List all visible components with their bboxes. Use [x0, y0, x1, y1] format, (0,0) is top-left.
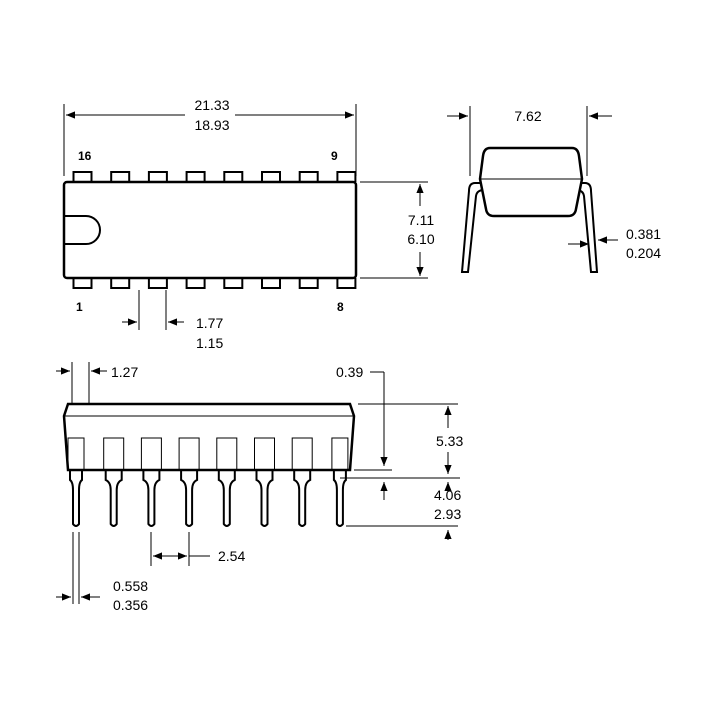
lead-shoulder: [103, 437, 125, 470]
width-max-label: 7.11: [408, 212, 434, 228]
side-lead: [104, 470, 123, 527]
lead-shoulder: [331, 437, 349, 470]
top-pin-lower: [185, 278, 206, 289]
top-pin-lower: [261, 278, 281, 289]
side-view: 1.27 0.39 5.33 4.06 2.93 2.54: [56, 362, 463, 613]
length-max-label: 21.33: [194, 97, 229, 113]
top-pin-upper: [110, 171, 131, 182]
top-pin-upper: [72, 171, 93, 182]
length-min-label: 18.93: [194, 117, 229, 133]
top-pin-upper: [223, 171, 244, 182]
pin-16-label: 16: [78, 149, 92, 163]
lead-shoulder: [67, 437, 85, 470]
lead-shoulder: [178, 437, 200, 470]
lead-length-min-label: 2.93: [434, 506, 461, 522]
lead-thickness-min-label: 0.204: [626, 245, 661, 261]
top-view: 21.33 18.93 16 9 1 8 7.11 6.10 1.77 1.15: [62, 97, 435, 351]
body-height-label: 5.33: [436, 433, 463, 449]
standoff-label: 0.39: [336, 364, 363, 380]
side-lead: [180, 470, 199, 527]
top-pin-lower: [72, 278, 93, 289]
top-pin-upper: [147, 171, 168, 182]
lead-shoulder: [291, 437, 313, 470]
top-pin-upper: [185, 171, 206, 182]
width-min-label: 6.10: [407, 231, 434, 247]
top-view-pins: [72, 171, 357, 289]
top-pin-lower: [298, 278, 319, 289]
top-pin-upper: [336, 171, 357, 182]
side-lead: [255, 470, 274, 527]
side-lead: [69, 470, 83, 527]
row-spacing-label: 7.62: [514, 108, 541, 124]
pitch-label: 2.54: [218, 548, 245, 564]
top-pin-upper: [298, 171, 319, 182]
end-view-body: [478, 146, 584, 218]
pin-width-min-label: 1.15: [196, 335, 223, 351]
side-view-leads: [67, 437, 349, 527]
lead-shoulder: [254, 437, 275, 470]
lead-width-min-label: 0.356: [113, 597, 148, 613]
top-pin-upper: [261, 171, 281, 182]
top-pin-lower: [336, 278, 357, 289]
lead-width-max-label: 0.558: [113, 578, 148, 594]
pin1-notch: [64, 215, 101, 245]
side-lead: [293, 470, 312, 527]
top-view-body: [62, 180, 358, 280]
end-view: 7.62 0.381 0.204: [447, 106, 661, 273]
side-view-body: [62, 402, 356, 472]
lead-length-max-label: 4.06: [434, 487, 461, 503]
lead-thickness-max-label: 0.381: [626, 226, 661, 242]
side-lead: [217, 470, 236, 527]
pin-1-label: 1: [76, 300, 83, 314]
top-pin-lower: [223, 278, 244, 289]
top-pin-lower: [147, 278, 168, 289]
end-lead-label: 1.27: [111, 364, 138, 380]
pin-9-label: 9: [331, 149, 338, 163]
pin-width-max-label: 1.77: [196, 315, 223, 331]
side-lead: [142, 470, 161, 527]
pin-8-label: 8: [337, 300, 344, 314]
lead-shoulder: [216, 437, 238, 470]
end-view-left-lead: [460, 182, 485, 273]
lead-shoulder: [140, 437, 162, 470]
top-pin-lower: [110, 278, 131, 289]
side-lead: [332, 470, 347, 527]
